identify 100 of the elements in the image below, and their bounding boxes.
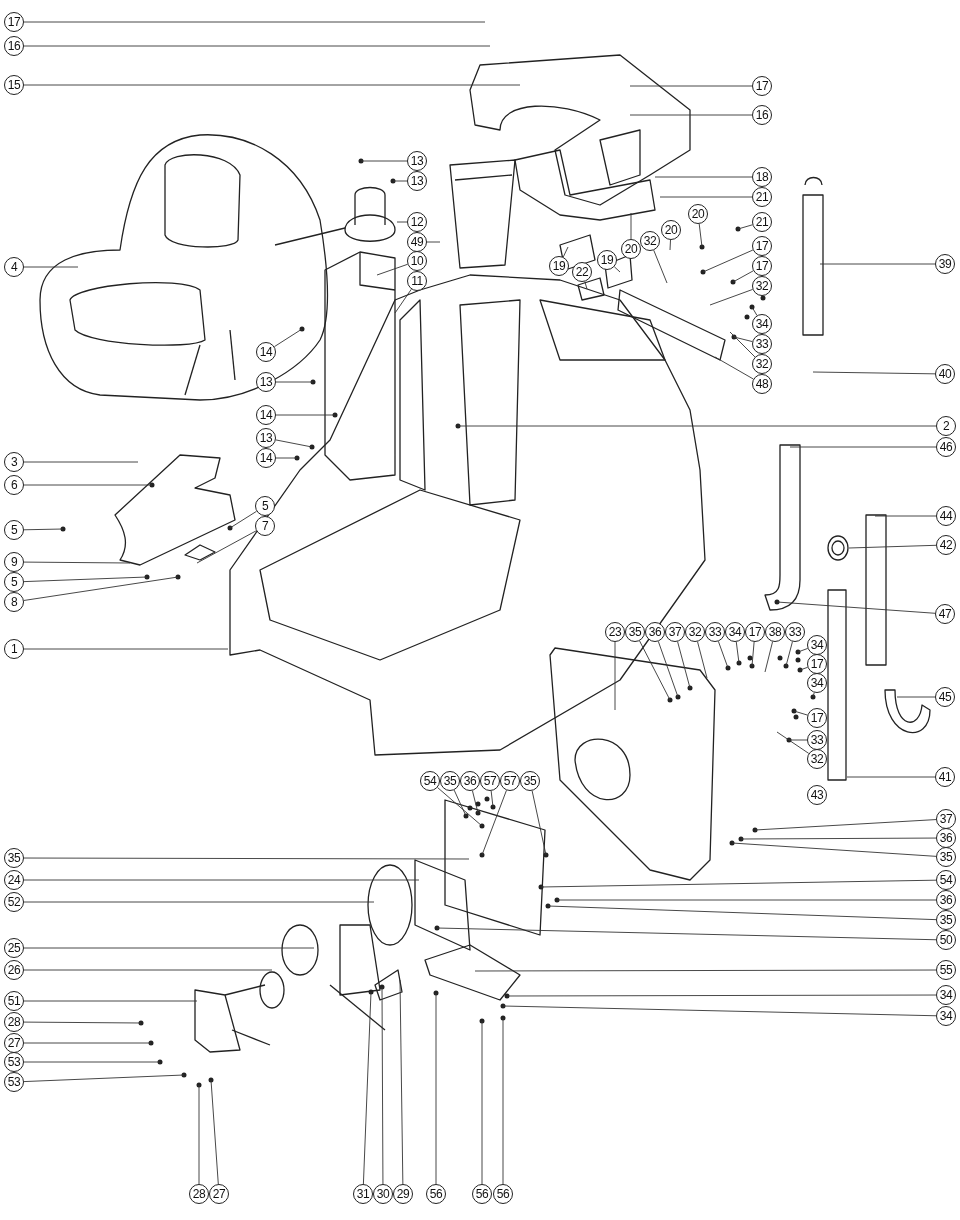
callout-number: 5	[4, 572, 24, 592]
callout-number: 42	[936, 535, 956, 555]
callout-number: 14	[256, 405, 276, 425]
callout-number: 17	[752, 236, 772, 256]
leader-line	[210, 1079, 219, 1185]
leader-line	[23, 1000, 198, 1002]
leader-line	[737, 224, 753, 230]
callout-number: 41	[935, 767, 955, 787]
callout-number: 5	[4, 520, 24, 540]
leader-line	[629, 114, 753, 116]
callout-number: 20	[661, 220, 681, 240]
leader-line	[376, 263, 408, 276]
callout-number: 53	[4, 1072, 24, 1092]
callout-number: 33	[752, 334, 772, 354]
leader-line	[360, 160, 408, 162]
leader-line	[702, 249, 754, 273]
callout-number: 9	[4, 552, 24, 572]
callout-number: 50	[936, 930, 956, 950]
leader-line	[677, 641, 691, 689]
leader-line	[556, 899, 937, 901]
callout-number: 17	[4, 12, 24, 32]
leader-line	[717, 640, 729, 669]
leader-line	[751, 306, 758, 316]
leader-line	[198, 1084, 200, 1185]
leader-line	[23, 1061, 161, 1063]
callout-number: 32	[752, 354, 772, 374]
callout-number: 34	[936, 1006, 956, 1026]
callout-number: 26	[4, 960, 24, 980]
leader-line	[474, 969, 937, 972]
leader-line	[819, 263, 936, 265]
leader-line	[481, 1020, 483, 1185]
callout-number: 56	[426, 1184, 446, 1204]
callout-number: 12	[407, 212, 427, 232]
callout-number: 21	[752, 187, 772, 207]
callout-number: 10	[407, 251, 427, 271]
callout-number: 17	[807, 654, 827, 674]
leader-line	[729, 331, 756, 358]
callout-number: 36	[936, 828, 956, 848]
leader-line	[426, 241, 441, 243]
leader-line	[785, 641, 793, 667]
leader-line	[584, 281, 588, 290]
callout-number: 56	[493, 1184, 513, 1204]
leader-line	[669, 239, 671, 251]
leader-line	[740, 837, 937, 840]
callout-number: 20	[688, 204, 708, 224]
leader-line	[613, 266, 621, 273]
leader-line	[698, 223, 703, 248]
leader-line	[562, 246, 569, 258]
leader-line	[797, 648, 809, 653]
leader-line	[23, 879, 420, 881]
leader-line	[848, 544, 937, 549]
callout-number: 13	[407, 171, 427, 191]
callout-number: 40	[935, 364, 955, 384]
callout-number: 32	[685, 622, 705, 642]
leader-line	[654, 176, 753, 178]
callout-number: 46	[936, 437, 956, 457]
callout-number: 8	[4, 592, 24, 612]
callout-number: 35	[625, 622, 645, 642]
callout-number: 39	[935, 254, 955, 274]
leader-line	[23, 461, 139, 463]
callout-number: 17	[745, 622, 765, 642]
callout-number: 36	[645, 622, 665, 642]
callout-number: 55	[936, 960, 956, 980]
callout-number: 47	[935, 604, 955, 624]
callout-number: 17	[752, 76, 772, 96]
leader-line	[629, 85, 753, 87]
callout-number: 33	[807, 730, 827, 750]
leader-line	[754, 819, 937, 831]
leader-line	[630, 212, 632, 240]
callout-number: 43	[807, 785, 827, 805]
callout-number: 32	[640, 231, 660, 251]
leader-line	[275, 414, 336, 416]
callout-number: 29	[393, 1184, 413, 1204]
leader-line	[23, 901, 375, 903]
callout-number: 37	[665, 622, 685, 642]
leader-line	[812, 692, 815, 698]
callout-number: 53	[4, 1052, 24, 1072]
callout-number: 48	[752, 374, 772, 394]
callout-number: 22	[572, 262, 592, 282]
leader-line	[502, 1005, 937, 1017]
leader-line	[392, 180, 408, 182]
callout-number: 35	[520, 771, 540, 791]
callout-number: 33	[785, 622, 805, 642]
leader-line	[23, 484, 153, 486]
callout-number: 17	[807, 708, 827, 728]
leader-line	[751, 641, 755, 667]
leader-line	[275, 457, 298, 459]
leader-line	[709, 289, 754, 306]
leader-line	[381, 986, 384, 1185]
leader-line	[23, 528, 64, 531]
leader-line	[23, 266, 79, 268]
leader-line	[732, 270, 754, 283]
leader-line	[653, 249, 668, 284]
callout-number: 20	[621, 239, 641, 259]
callout-number: 19	[597, 250, 617, 270]
leader-line	[733, 336, 753, 342]
callout-number: 16	[752, 105, 772, 125]
callout-number: 36	[936, 890, 956, 910]
leader-line	[659, 196, 753, 198]
callout-number: 19	[549, 256, 569, 276]
